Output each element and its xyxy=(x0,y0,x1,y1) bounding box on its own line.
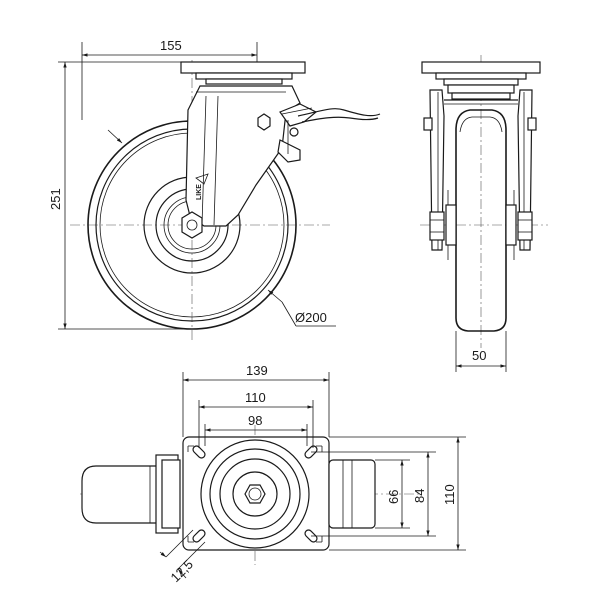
dim-200-label: Ø200 xyxy=(295,310,327,325)
dim-251-label: 251 xyxy=(48,188,63,210)
dim-height: 251 xyxy=(48,61,192,330)
side-view: LIKE 155 251 Ø200 xyxy=(48,38,381,340)
dim-plate-inner-short: 66 xyxy=(375,459,410,529)
dim-wheel-width: 50 xyxy=(455,331,507,372)
dim-bolt-spacing-short: 84 xyxy=(311,451,436,537)
side-logo: LIKE xyxy=(195,173,209,200)
front-wheel xyxy=(445,109,517,332)
top-plate xyxy=(182,436,330,551)
dim-plate-width: 110 xyxy=(329,436,466,551)
dim-66-label: 66 xyxy=(386,490,401,504)
dim-plate-inner: 98 xyxy=(204,413,308,446)
side-brake xyxy=(277,103,381,163)
logo-text: LIKE xyxy=(196,184,203,200)
dim-wheel-diameter: Ø200 xyxy=(107,129,336,327)
front-view: 50 xyxy=(420,55,548,372)
side-top-plate xyxy=(180,61,306,89)
top-brake-pedal xyxy=(328,459,376,529)
dim-84-label: 84 xyxy=(412,489,427,503)
dim-50-label: 50 xyxy=(472,348,486,363)
top-view: 139 110 98 66 84 xyxy=(80,363,466,585)
side-fork xyxy=(185,85,301,227)
top-wheel xyxy=(81,454,181,534)
dim-110b-label: 110 xyxy=(442,484,457,505)
dim-plate-length: 139 xyxy=(182,363,330,437)
dim-110-label: 110 xyxy=(245,390,266,405)
dim-155-label: 155 xyxy=(160,38,182,53)
dim-98-label: 98 xyxy=(248,413,262,428)
dim-side-width: 155 xyxy=(81,38,258,120)
dim-bolt-spacing-long: 110 xyxy=(198,390,314,448)
side-axle-nut xyxy=(181,211,203,239)
dim-139-label: 139 xyxy=(246,363,268,378)
dim-12-5-label: 12,5 xyxy=(168,557,197,586)
